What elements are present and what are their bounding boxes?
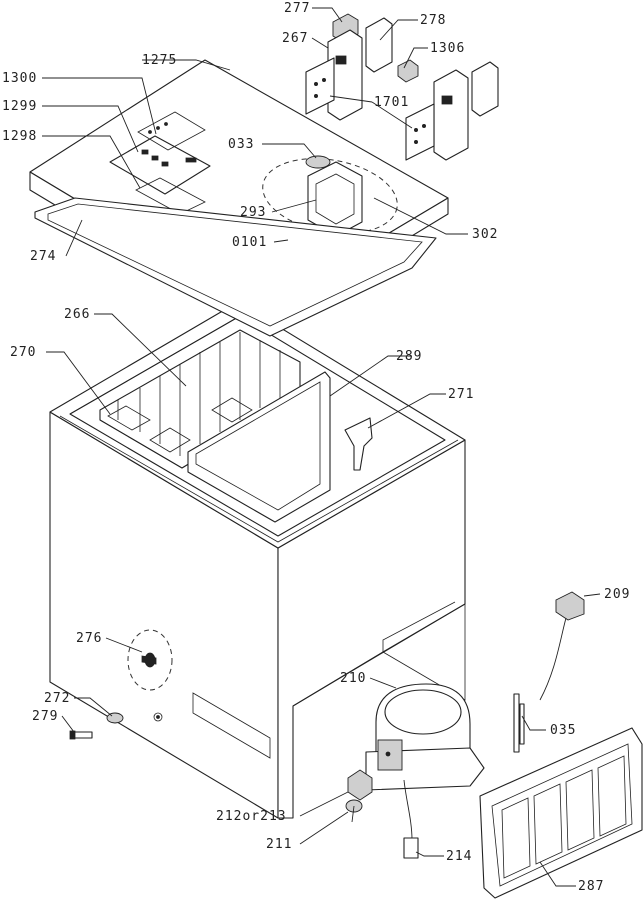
label-279: 279: [32, 709, 58, 724]
label-274: 274: [30, 249, 56, 264]
part-labels: 277 278 267 1306 1275 1300 1299 1298 170…: [2, 1, 630, 894]
label-278: 278: [420, 13, 446, 28]
label-1306: 1306: [430, 41, 465, 56]
label-1275: 1275: [142, 53, 177, 68]
label-302: 302: [472, 227, 498, 242]
leader-lines: [42, 7, 601, 887]
label-1300: 1300: [2, 71, 37, 86]
label-276: 276: [76, 631, 102, 646]
label-1299: 1299: [2, 99, 37, 114]
label-287: 287: [578, 879, 604, 894]
label-212or213: 212or213: [216, 809, 287, 824]
relay-parts: [345, 769, 373, 823]
lock-parts: [69, 712, 124, 740]
hinge-assembly-right: [405, 61, 499, 161]
label-211: 211: [266, 837, 292, 852]
ice-scraper: [344, 417, 373, 471]
label-266: 266: [64, 307, 90, 322]
lid-gasket: [34, 197, 437, 337]
label-209: 209: [604, 587, 630, 602]
wire-basket: [99, 329, 301, 469]
label-1298: 1298: [2, 129, 37, 144]
label-293: 293: [240, 205, 266, 220]
capillary-tube: [513, 693, 525, 753]
label-1701: 1701: [374, 95, 409, 110]
hinge-assembly-left: [305, 13, 419, 121]
label-033: 033: [228, 137, 254, 152]
label-289: 289: [396, 349, 422, 364]
label-270: 270: [10, 345, 36, 360]
grille-slots: [501, 755, 627, 879]
divider-panel: [187, 371, 331, 523]
label-271: 271: [448, 387, 474, 402]
drain-plug: [127, 629, 173, 691]
label-214: 214: [446, 849, 472, 864]
power-cord: [539, 591, 585, 701]
label-267: 267: [282, 31, 308, 46]
vent-grille: [479, 727, 643, 899]
label-210: 210: [340, 671, 366, 686]
compressor: [365, 683, 485, 859]
label-272: 272: [44, 691, 70, 706]
label-035: 035: [550, 723, 576, 738]
label-277: 277: [284, 1, 310, 16]
label-0101: 0101: [232, 235, 267, 250]
